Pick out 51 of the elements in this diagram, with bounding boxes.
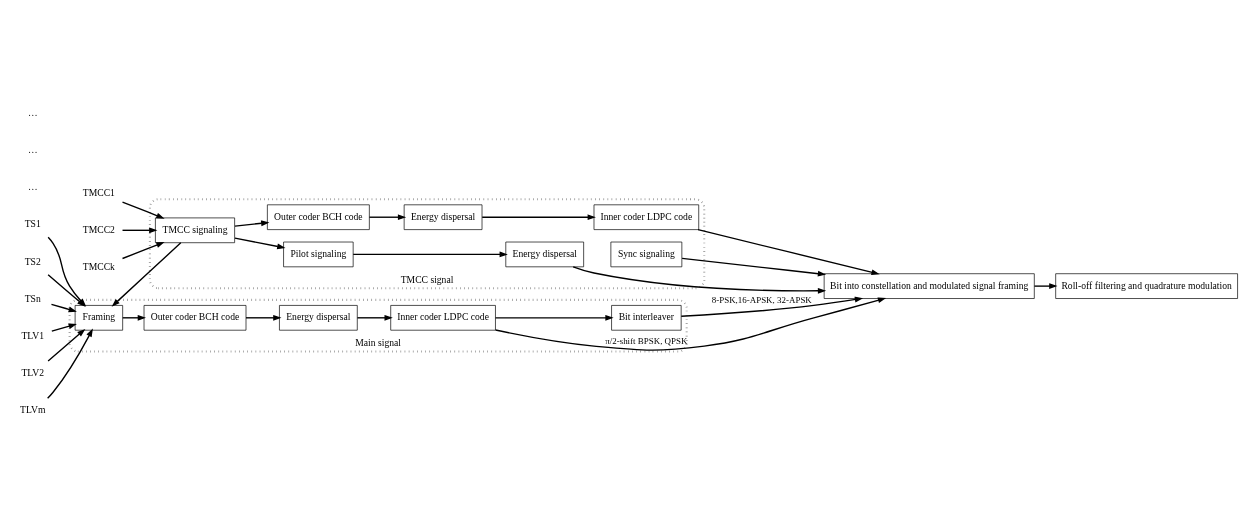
node-text: TS2 bbox=[24, 255, 41, 267]
node-box: Bit into constellation and modulated signal framing bbox=[823, 273, 1035, 299]
arrow bbox=[50, 303, 77, 313]
arrow bbox=[121, 241, 165, 260]
node-box: Inner coder LDPC code bbox=[593, 204, 700, 230]
arrow bbox=[121, 227, 158, 234]
node-box: Energy dispersal bbox=[403, 204, 483, 230]
label: … bbox=[27, 143, 38, 155]
node-box: Inner coder LDPC code bbox=[390, 305, 496, 331]
node-box: TMCC signaling bbox=[155, 217, 235, 244]
arrow bbox=[51, 323, 77, 332]
node-text: TSn bbox=[24, 292, 41, 304]
node-box: Framing bbox=[74, 305, 123, 331]
arrow bbox=[481, 214, 596, 221]
arrow bbox=[680, 296, 864, 317]
arrow bbox=[46, 328, 93, 399]
arrow bbox=[681, 257, 827, 277]
arrow bbox=[1033, 283, 1058, 290]
arrow bbox=[234, 237, 286, 250]
arrow bbox=[352, 251, 508, 258]
node-box: Outer coder BCH code bbox=[267, 204, 370, 230]
arrow bbox=[494, 314, 614, 321]
node-box: Roll-off filtering and quadrature modulation bbox=[1055, 273, 1238, 299]
arrow bbox=[121, 201, 165, 219]
node-box: Sync signaling bbox=[610, 241, 683, 268]
node-text: TLVm bbox=[20, 404, 46, 416]
label: … bbox=[27, 181, 38, 193]
edge-label: 8-PSK,16-APSK, 32-APSK bbox=[711, 294, 812, 305]
node-text: TLV1 bbox=[21, 329, 45, 341]
node-box: Energy dispersal bbox=[505, 241, 584, 268]
node-box: Bit interleaver bbox=[611, 305, 682, 331]
node-box: Outer coder BCH code bbox=[143, 305, 247, 331]
arrow bbox=[122, 314, 146, 321]
arrow bbox=[356, 314, 393, 321]
node-text: TMCC2 bbox=[82, 223, 115, 235]
node-text: TMCCk bbox=[82, 261, 115, 273]
node-text: TMCC1 bbox=[82, 186, 115, 198]
node-text: TLV2 bbox=[21, 367, 45, 379]
arrow bbox=[697, 229, 880, 276]
edge-label: π/2-shift BPSK, QPSK bbox=[605, 335, 688, 346]
arrow bbox=[47, 328, 86, 362]
arrow bbox=[572, 266, 827, 294]
node-text: TS1 bbox=[24, 218, 41, 230]
arrow bbox=[111, 242, 182, 307]
node-box: Pilot signaling bbox=[283, 241, 354, 268]
node-box: Energy dispersal bbox=[279, 305, 358, 331]
arrow bbox=[245, 314, 282, 321]
label: … bbox=[27, 106, 38, 118]
arrow bbox=[494, 297, 887, 351]
arrow bbox=[368, 214, 407, 221]
arrow bbox=[234, 220, 270, 227]
